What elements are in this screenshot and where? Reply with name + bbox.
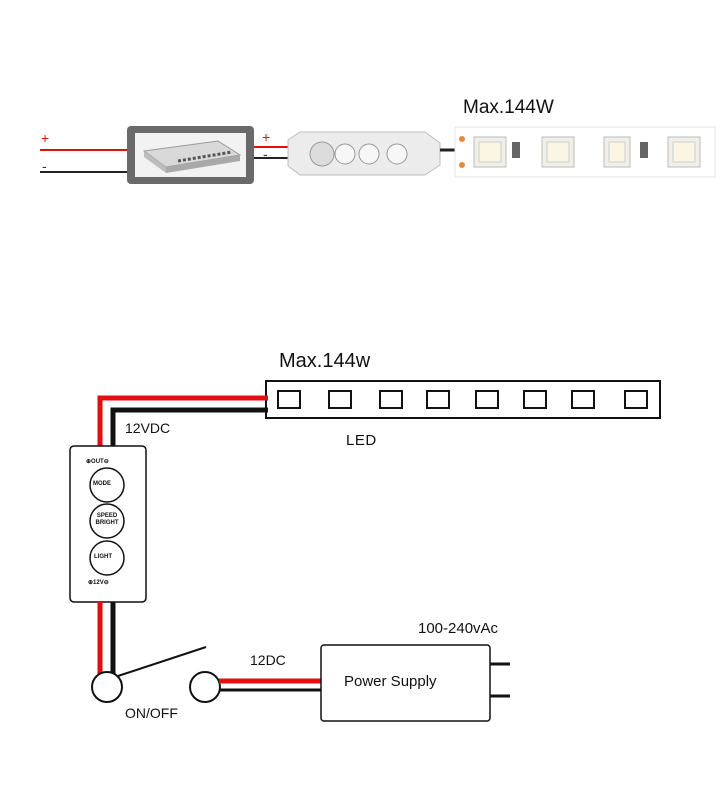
- led-label: LED: [346, 432, 377, 449]
- out-terminal-icon: ⊕: [86, 459, 92, 465]
- top-output-plus: +: [262, 129, 271, 145]
- switch-terminal-left: [91, 671, 123, 703]
- switch-lever: [117, 646, 207, 677]
- mini-controller-photo: [287, 131, 441, 176]
- strip-positive-wire: [97, 395, 268, 450]
- top-output-minus: -: [263, 146, 268, 162]
- speed-bright-button-label: SPEED BRIGHT: [95, 513, 119, 526]
- mode-button-label: MODE: [93, 481, 111, 487]
- bottom-max-power-label: Max.144w: [279, 350, 371, 372]
- strip-negative-wire: [110, 407, 268, 450]
- led-strip: [265, 380, 661, 419]
- top-input-minus: -: [42, 158, 47, 174]
- voltage-label: 12VDC: [125, 420, 171, 436]
- dc-label: 12DC: [250, 652, 286, 668]
- switch-label: ON/OFF: [125, 705, 178, 721]
- light-button-label: LIGHT: [94, 554, 112, 560]
- power-supply-box: [320, 644, 491, 722]
- ac-input-label: 100-240vAc: [418, 620, 499, 637]
- switch-terminal-right: [189, 671, 221, 703]
- adapter-image: [142, 140, 242, 173]
- top-max-power-label: Max.144W: [463, 97, 554, 118]
- top-input-plus: +: [41, 130, 50, 146]
- controller-12v-label: ⊕12V⊖: [88, 580, 109, 586]
- led-strip-photo: [454, 126, 716, 178]
- power-supply-label: Power Supply: [344, 673, 437, 690]
- led-chips: [277, 390, 648, 409]
- controller-out-label: ⊕OUT⊖: [86, 459, 109, 465]
